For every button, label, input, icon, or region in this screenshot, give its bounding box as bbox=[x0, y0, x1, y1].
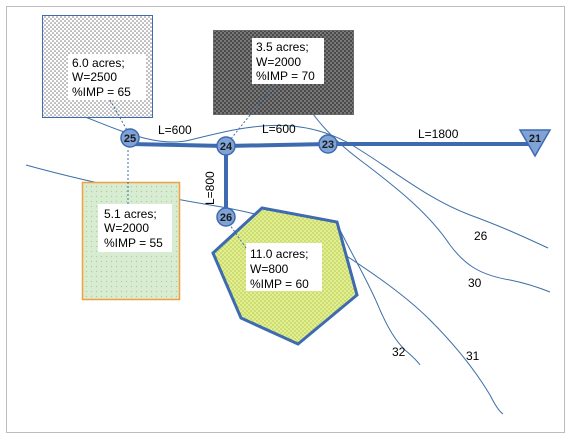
node-26-label: 26 bbox=[220, 212, 232, 224]
node-24[interactable]: 24 bbox=[216, 136, 236, 156]
node-25-label: 25 bbox=[124, 133, 136, 145]
contour-line-32 bbox=[339, 229, 421, 366]
conduit-label-24-23: L=600 bbox=[262, 122, 296, 136]
subcatchment-top-right-text: 3.5 acres; W=2000 %IMP = 70 bbox=[256, 40, 315, 83]
sc-top-left-line-1: 6.0 acres; bbox=[72, 56, 125, 70]
sc-top-left-line-2: W=2500 bbox=[72, 70, 117, 84]
sc-left-line-2: W=2000 bbox=[104, 221, 149, 235]
subcatchment-top-left-text: 6.0 acres; W=2500 %IMP = 65 bbox=[72, 56, 131, 99]
sc-polygon-line-2: W=800 bbox=[250, 262, 289, 276]
frame-border bbox=[6, 6, 565, 433]
subcatchment-top-left[interactable] bbox=[42, 15, 153, 118]
sc-top-right-line-1: 3.5 acres; bbox=[256, 40, 309, 54]
sc-top-left-line-3: %IMP = 65 bbox=[72, 85, 131, 99]
sc-top-right-line-2: W=2000 bbox=[256, 55, 301, 69]
conduit-label-23-21: L=1800 bbox=[418, 127, 459, 141]
contour-label-31: 31 bbox=[466, 349, 480, 363]
connector-polygon bbox=[229, 224, 247, 249]
outfall-node-21[interactable]: 21 bbox=[518, 129, 552, 158]
sc-polygon-line-1: 11.0 acres; bbox=[250, 247, 308, 261]
outfall-21-label: 21 bbox=[529, 133, 541, 145]
conduit-label-25-24: L=600 bbox=[158, 123, 192, 137]
conduit-24-23[interactable] bbox=[225, 142, 329, 148]
contour-label-32: 32 bbox=[392, 345, 406, 359]
subcatchment-left[interactable] bbox=[81, 181, 181, 301]
contour-label-30: 30 bbox=[468, 276, 482, 290]
subcatchment-left-text: 5.1 acres; W=2000 %IMP = 55 bbox=[104, 207, 163, 250]
conduit-25-24[interactable] bbox=[129, 142, 227, 148]
subcatchment-polygon-text: 11.0 acres; W=800 %IMP = 60 bbox=[250, 247, 309, 291]
contour-line-30 bbox=[289, 69, 551, 293]
sc-left-line-1: 5.1 acres; bbox=[104, 207, 157, 221]
sc-left-line-3: %IMP = 55 bbox=[104, 236, 163, 250]
contour-label-26: 26 bbox=[474, 229, 488, 243]
sc-top-right-line-3: %IMP = 70 bbox=[256, 69, 315, 83]
subcatchment-top-right[interactable] bbox=[213, 30, 354, 115]
node-23[interactable]: 23 bbox=[318, 134, 338, 154]
conduits bbox=[129, 142, 534, 216]
node-26[interactable]: 26 bbox=[216, 207, 236, 227]
subcatchment-polygon[interactable] bbox=[211, 206, 359, 346]
sc-polygon-line-3: %IMP = 60 bbox=[250, 277, 309, 291]
node-24-label: 24 bbox=[220, 141, 233, 153]
node-23-label: 23 bbox=[322, 139, 334, 151]
conduit-label-24-26: L=800 bbox=[203, 171, 217, 205]
node-25[interactable]: 25 bbox=[120, 128, 140, 148]
outlet-connectors bbox=[109, 83, 276, 249]
